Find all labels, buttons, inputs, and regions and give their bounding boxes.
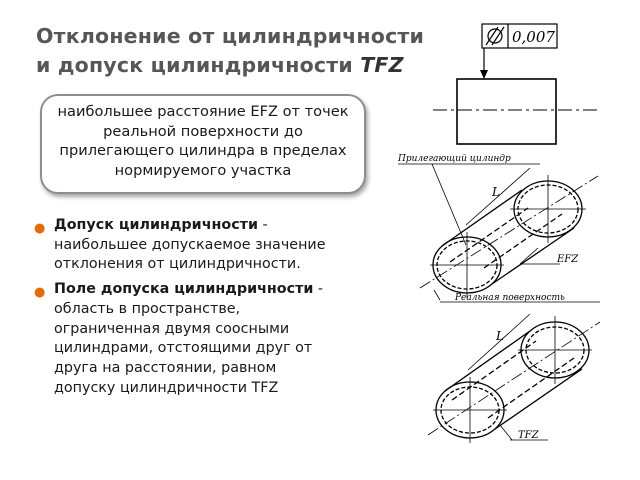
bullet-dot-icon: ●: [34, 285, 46, 301]
bullet-list: ● Допуск цилиндричности - наибольшее доп…: [34, 216, 334, 403]
part-outline: [456, 78, 557, 145]
slide-title: Отклонение от цилиндричности и допуск ци…: [36, 22, 456, 80]
leader-arrow: [480, 70, 488, 79]
cylinder-inner-line-2: [483, 213, 563, 269]
leader-efz-diag: [519, 247, 539, 265]
cylindricity-icon-slash-1: [485, 26, 499, 46]
tol-generatrix-top: [444, 330, 531, 392]
cylinder-axis: [419, 175, 599, 289]
label-real-surface: Реальная поверхность: [454, 293, 565, 303]
bullet-dot-icon: ●: [34, 221, 46, 236]
title-line-1: Отклонение от цилиндричности: [36, 24, 425, 48]
callout-text: наибольшее расстояние EFZ от точек реаль…: [57, 103, 349, 179]
tol-cylinder-axis: [427, 321, 601, 436]
tolerance-frame-box: [481, 23, 558, 49]
dimension-line-L2: [467, 313, 531, 371]
title-line-2: и допуск цилиндричности: [36, 53, 361, 77]
leader-adjacent: [431, 163, 467, 246]
label-tfz: TFZ: [518, 430, 540, 441]
tol-inner-line-1: [451, 340, 537, 401]
tolerance-frame: [481, 23, 558, 49]
tol-generatrix-bottom: [494, 368, 583, 430]
label-efz: EFZ: [556, 254, 579, 265]
bullet-item: ● Допуск цилиндричности - наибольшее доп…: [34, 216, 334, 275]
definition-callout: наибольшее расстояние EFZ от точек реаль…: [40, 94, 366, 194]
bullet-item: ● Поле допуска цилиндричности - область …: [34, 280, 334, 398]
cylindricity-icon-slash-2: [491, 26, 505, 46]
leader-tfz-diag: [499, 424, 513, 441]
tolerance-value: 0,007: [512, 28, 555, 46]
cylinder-generatrix-bottom: [491, 227, 575, 285]
cylinder-generatrix-top: [441, 189, 523, 247]
cylindricity-icon: [487, 28, 503, 44]
label-length-2: L: [495, 329, 504, 343]
cylinder-diagram-tolerance: L TFZ: [427, 313, 601, 443]
label-length-1: L: [491, 185, 500, 199]
label-adjacent-cylinder: Прилегающий цилиндр: [397, 154, 511, 164]
bullet-desc: - область в пространстве, ограниченная д…: [54, 281, 324, 396]
leader-real-surface: [433, 289, 441, 301]
cylinder-diagram-deviation: Прилегающий цилиндр L EFZ Реальная повер…: [397, 154, 600, 303]
bullet-desc: - наибольшее допускаемое значение отклон…: [54, 217, 326, 273]
bullet-term: Поле допуска цилиндричности: [54, 281, 314, 298]
bullet-term: Допуск цилиндричности: [54, 217, 258, 233]
dimension-line-L1: [465, 167, 531, 226]
title-abbr: TFZ: [360, 53, 404, 77]
cylinder-inner-line-1: [449, 207, 529, 263]
